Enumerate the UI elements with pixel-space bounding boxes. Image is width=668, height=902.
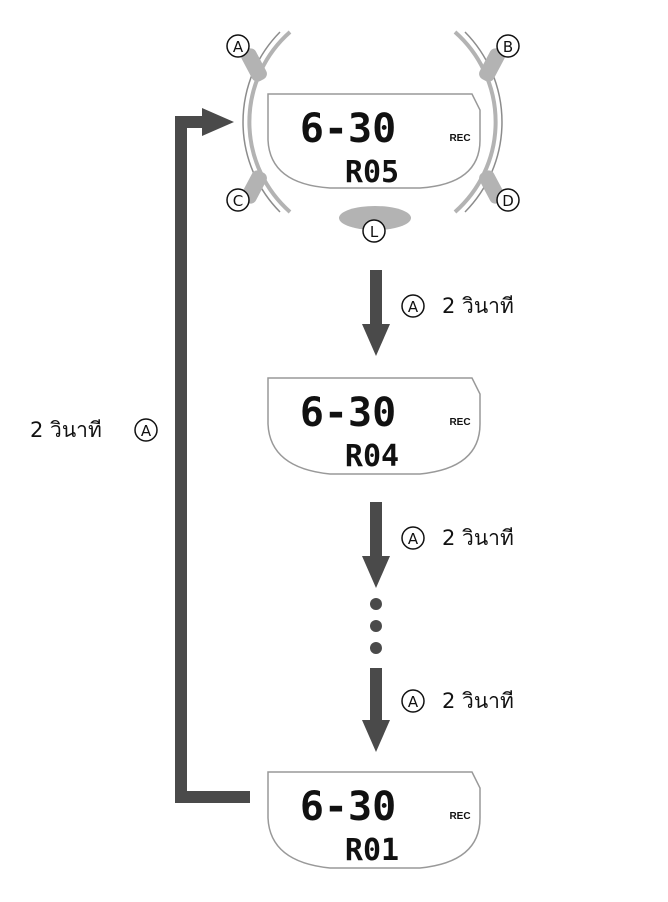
arrow-head xyxy=(362,324,390,356)
return-loop: 2 วินาที A xyxy=(30,108,250,803)
svg-text:C: C xyxy=(233,192,243,210)
step-button-letter: A xyxy=(408,298,419,316)
step-duration: 2 วินาที xyxy=(442,689,514,713)
step-duration: 2 วินาที xyxy=(442,294,514,318)
step-button-icon xyxy=(401,689,425,713)
step-button-icon xyxy=(401,294,425,318)
lcd-code: R01 xyxy=(345,833,399,868)
lcd-time: 6-30 xyxy=(300,106,396,152)
lcd-panel xyxy=(267,771,481,869)
display-r04: 6-30 R04 REC xyxy=(267,377,481,475)
svg-text:A: A xyxy=(233,38,244,56)
step-1: A 2 วินาที xyxy=(362,270,514,356)
button-b-pusher[interactable] xyxy=(477,46,507,84)
step-duration: 2 วินาที xyxy=(442,526,514,550)
dot xyxy=(370,642,382,654)
step-button-icon xyxy=(401,526,425,550)
button-a-pusher[interactable] xyxy=(239,46,269,84)
return-duration: 2 วินาที xyxy=(30,418,102,442)
step-3: A 2 วินาที xyxy=(362,668,514,752)
lcd-code: R05 xyxy=(345,155,399,190)
svg-text:D: D xyxy=(502,192,514,210)
dot xyxy=(370,620,382,632)
return-arrow-head xyxy=(202,108,234,136)
button-l-label: L xyxy=(362,219,386,243)
step-button-letter: A xyxy=(408,530,419,548)
rec-indicator: REC xyxy=(449,417,470,428)
display-r01: 6-30 R01 REC xyxy=(267,771,481,869)
light-button[interactable] xyxy=(339,206,411,230)
svg-text:L: L xyxy=(370,223,379,241)
step-button-letter: A xyxy=(408,693,419,711)
rec-indicator: REC xyxy=(449,133,470,144)
lcd-panel xyxy=(267,377,481,475)
arrow-shaft xyxy=(370,502,382,558)
button-c-label: C xyxy=(226,188,250,212)
ellipsis-dots xyxy=(370,598,382,654)
step-2: A 2 วินาที xyxy=(362,502,514,588)
arrow-shaft xyxy=(370,270,382,326)
lcd-time: 6-30 xyxy=(300,390,396,436)
arrow-head xyxy=(362,720,390,752)
return-arrow-path xyxy=(175,116,250,803)
return-button-icon xyxy=(134,418,158,442)
watch-face: 6-30 R05 REC A B C D L xyxy=(226,30,520,243)
rec-indicator: REC xyxy=(449,811,470,822)
dot xyxy=(370,598,382,610)
arrow-head xyxy=(362,556,390,588)
arrow-shaft xyxy=(370,668,382,722)
lcd-code: R04 xyxy=(345,439,399,474)
svg-text:B: B xyxy=(503,38,513,56)
button-b-label: B xyxy=(496,34,520,58)
return-button-letter: A xyxy=(141,422,152,440)
lcd-time: 6-30 xyxy=(300,784,396,830)
button-a-label: A xyxy=(226,34,250,58)
button-d-label: D xyxy=(496,188,520,212)
lcd-panel xyxy=(267,93,481,189)
